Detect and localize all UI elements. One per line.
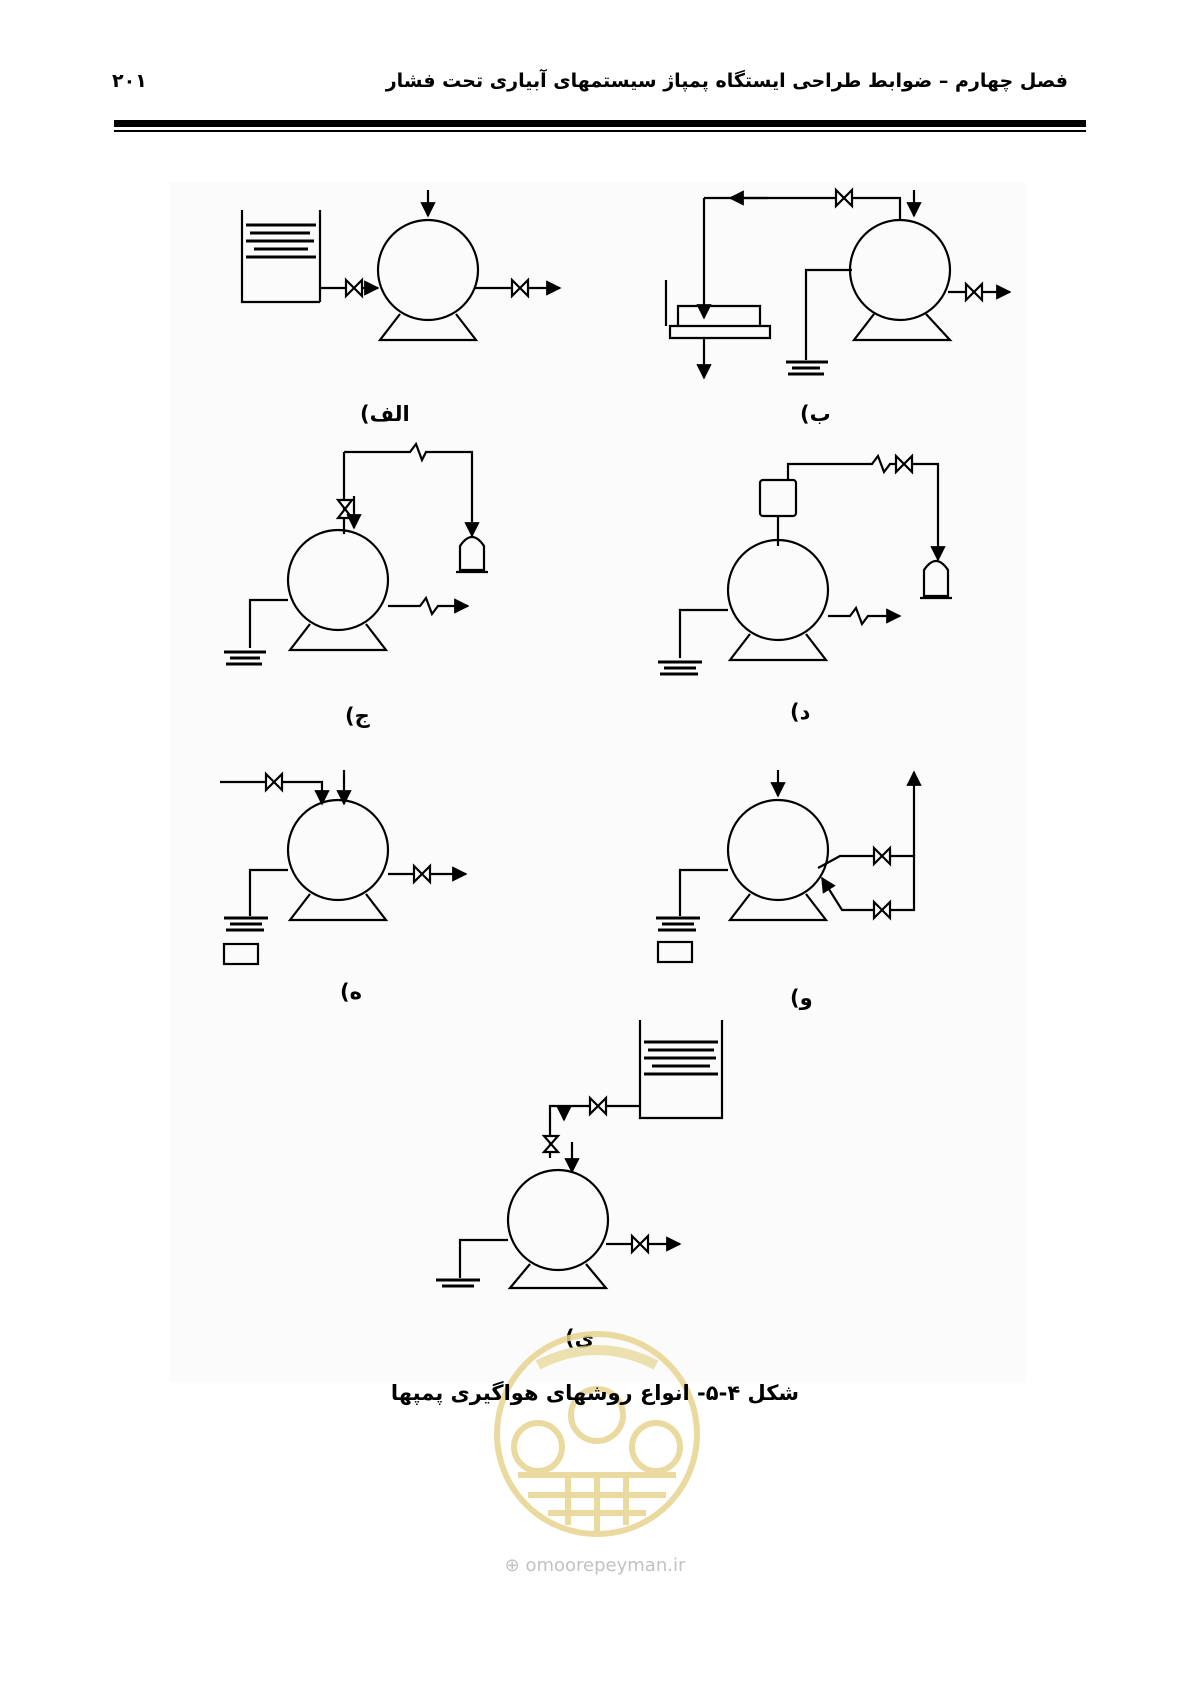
diagram-ye	[436, 1020, 724, 1290]
diagram-he	[220, 770, 468, 966]
label-be: ب)	[800, 402, 831, 426]
label-dal: د)	[790, 700, 811, 724]
diagram-jim	[224, 441, 488, 666]
diagram-alef	[240, 190, 562, 342]
label-jim: ج)	[345, 704, 370, 728]
label-he: ه)	[340, 980, 362, 1004]
label-alef: الف)	[360, 402, 410, 426]
globe-icon: ⊕	[504, 1555, 520, 1576]
header-rule-thin	[114, 130, 1086, 132]
page-number: ۲۰۱	[112, 70, 147, 92]
figure-caption: شکل ۴-۵- انواع روشهای هواگیری پمپها	[390, 1381, 800, 1405]
diagram-be	[664, 187, 1012, 380]
header-rule-thick	[114, 120, 1086, 127]
watermark-url-text: omoorepeyman.ir	[525, 1555, 686, 1576]
diagram-dal	[658, 453, 952, 676]
label-vav: و)	[790, 986, 813, 1010]
watermark-stamp	[494, 1331, 700, 1537]
watermark-url: ⊕ omoorepeyman.ir	[0, 1555, 1190, 1576]
diagram-vav	[656, 770, 922, 964]
chapter-title: فصل چهارم – ضوابط طراحی ایستگاه پمپاژ سی…	[385, 70, 1068, 92]
